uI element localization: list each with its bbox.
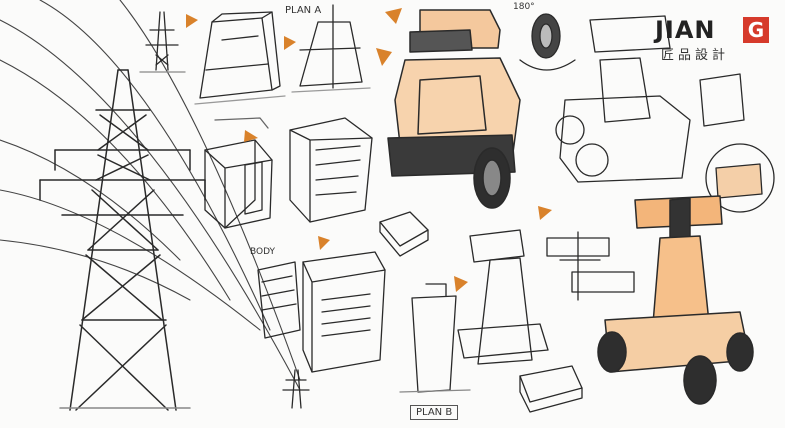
body-module-2: [302, 251, 386, 373]
plan-b-tower: [399, 283, 471, 393]
orthographic-views: [546, 231, 635, 301]
body-label: BODY: [250, 247, 276, 257]
plan-a-label: PLAN A: [285, 5, 322, 16]
orange-arrows: [186, 8, 552, 292]
brand-subtitle: 匠品設計: [661, 48, 730, 63]
sensor-piece: [379, 211, 429, 257]
brand-badge-icon: G: [743, 17, 769, 43]
plan-b-label: PLAN B: [410, 405, 459, 420]
small-pylon-bottom: [282, 369, 310, 409]
gantry-robot-sketch: [457, 229, 549, 365]
trapezoid-block-1: [194, 11, 286, 105]
small-pylon-sketch: [139, 11, 186, 73]
zoom-circle-detail: [705, 143, 775, 213]
brand-name: JIAN: [655, 16, 716, 44]
brand-logo: JIAN G 匠品設計: [655, 16, 777, 66]
lens-detail: [519, 13, 576, 71]
handle-piece: [519, 365, 583, 413]
trapezoid-block-2: [291, 4, 371, 93]
body-module-1: [257, 261, 301, 339]
module-box-1: [204, 117, 273, 229]
robot-sketch-right: [555, 15, 745, 183]
module-box-2: [289, 117, 373, 223]
robot-orange: [597, 195, 754, 405]
rotation-label: 180°: [513, 2, 535, 12]
robot-main: [387, 9, 521, 209]
